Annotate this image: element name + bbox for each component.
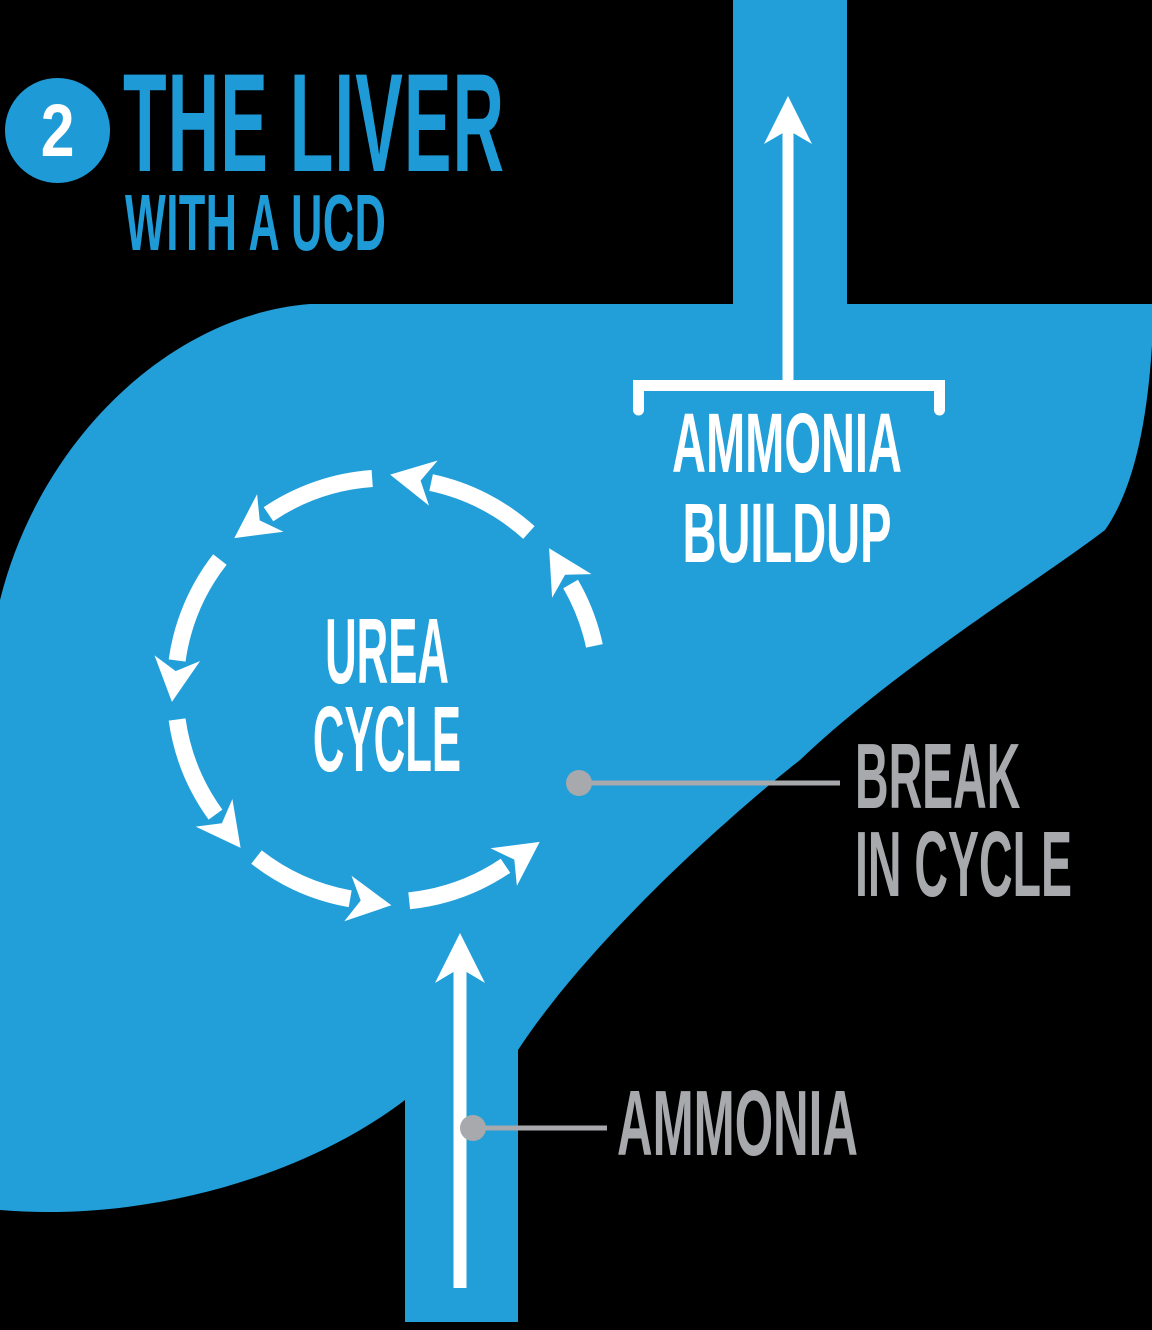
cycle-arrow-arc — [251, 850, 352, 908]
ammonia-callout-label: AMMONIA — [617, 1071, 858, 1175]
cycle-arrow-head — [154, 655, 201, 702]
page-title: THE LIVER — [123, 44, 506, 201]
cycle-arrow-head — [344, 875, 392, 922]
urea-cycle-arrows-icon — [154, 460, 603, 922]
ammonia-buildup-bracket — [633, 380, 945, 416]
outflow-arrow-head — [764, 96, 812, 144]
step-number: 2 — [40, 88, 75, 172]
cycle-arrow-arc — [563, 579, 603, 648]
cycle-arrow-arc — [263, 470, 373, 522]
cycle-arrow-arc — [429, 474, 535, 539]
ammonia-outflow-arrow-icon — [764, 96, 812, 391]
step-badge: 2 — [5, 78, 110, 183]
urea-cycle-label-line1: UREA — [325, 599, 449, 703]
ammonia-buildup-label: AMMONIA BUILDUP — [672, 398, 902, 578]
cycle-arrow-head — [234, 494, 284, 539]
cycle-arrow-head — [549, 548, 592, 598]
cycle-arrow-arc — [168, 554, 227, 662]
ammonia-callout-dot — [460, 1115, 486, 1141]
break-callout-connector — [566, 770, 840, 796]
cycle-arrow-head — [390, 460, 438, 506]
outflow-arrow-shaft — [782, 126, 794, 391]
cycle-arrow-head — [195, 799, 241, 848]
break-in-cycle-label: BREAK IN CYCLE — [855, 724, 1073, 916]
ammonia-callout-connector — [460, 1115, 607, 1141]
ammonia-buildup-label-line1: AMMONIA — [672, 396, 902, 490]
ammonia-buildup-label-line2: BUILDUP — [682, 486, 892, 580]
break-callout-dot — [566, 770, 592, 796]
urea-cycle-label: UREA CYCLE — [312, 599, 462, 791]
cycle-arrow-arc — [408, 858, 511, 910]
page-subtitle: WITH A UCD — [125, 178, 387, 267]
inflow-arrow-shaft — [453, 966, 467, 1288]
cycle-arrow-arc — [168, 718, 223, 820]
break-in-cycle-label-line1: BREAK — [855, 724, 1021, 828]
urea-cycle-label-line2: CYCLE — [312, 687, 462, 791]
ammonia-inflow-arrow-icon — [435, 933, 485, 1288]
inflow-arrow-head — [435, 933, 485, 983]
break-in-cycle-label-line2: IN CYCLE — [855, 812, 1073, 916]
cycle-arrow-head — [490, 841, 540, 886]
